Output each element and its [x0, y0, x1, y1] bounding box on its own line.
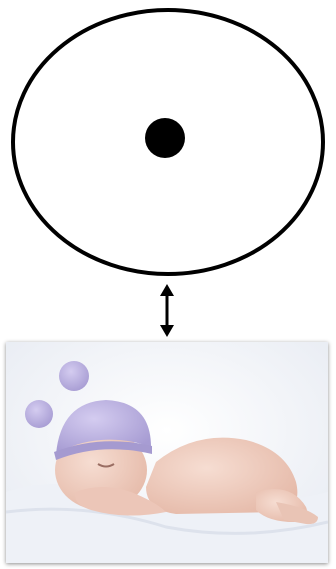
sleeping-baby-icon: [6, 342, 328, 563]
center-dot: [145, 118, 185, 158]
diagram: [0, 0, 336, 340]
baby-photo: [6, 342, 328, 563]
double-arrow-icon: [160, 284, 174, 337]
